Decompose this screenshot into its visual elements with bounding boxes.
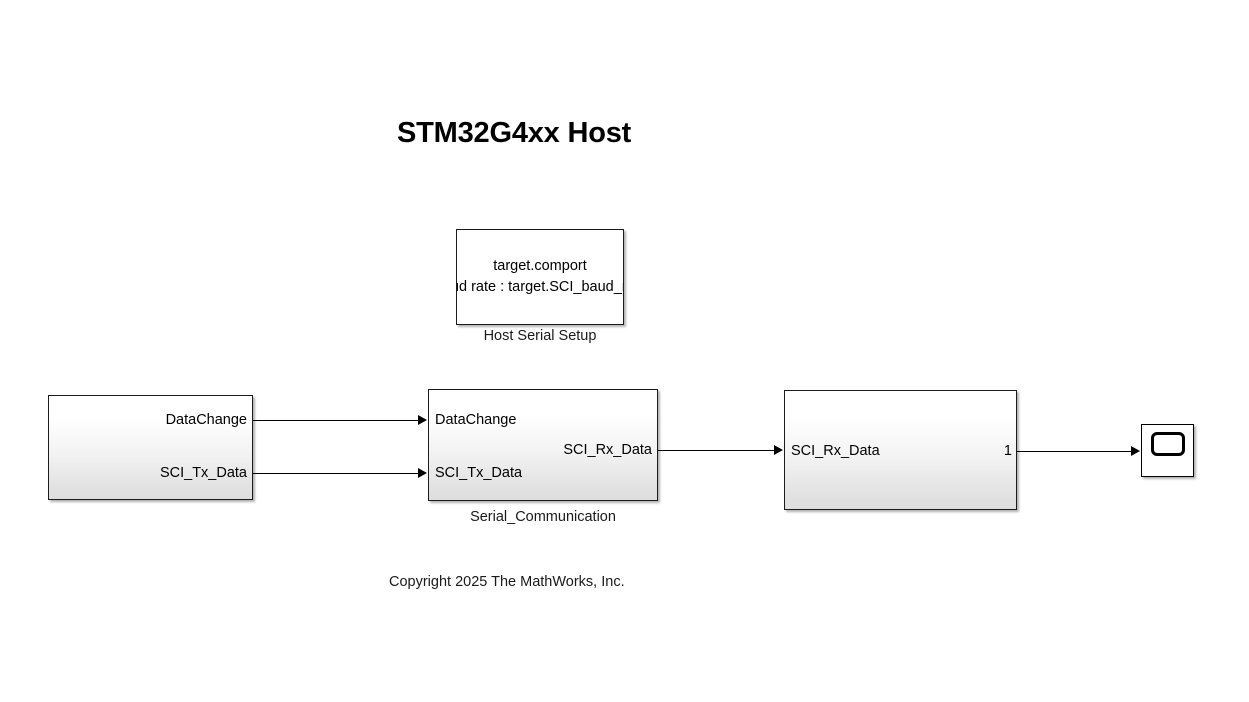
block-label-host-serial-setup: Host Serial Setup	[483, 328, 597, 344]
inport-label-datachange: DataChange	[435, 412, 517, 428]
inport-label-sci-rx-data: SCI_Rx_Data	[791, 443, 880, 459]
arrow-head-sci-rx-data	[774, 445, 783, 455]
copyright-text: Copyright 2025 The MathWorks, Inc.	[389, 574, 625, 590]
block-host-serial-setup[interactable]	[456, 229, 624, 325]
block-scope[interactable]	[1141, 424, 1194, 477]
block-serial-communication[interactable]	[428, 389, 658, 501]
block-source-subsystem[interactable]	[48, 395, 253, 500]
signal-line-datachange[interactable]	[253, 420, 418, 421]
block-label-serial-communication: Serial_Communication	[470, 509, 616, 525]
signal-line-sci-tx-data[interactable]	[253, 473, 418, 474]
signal-line-scope-input[interactable]	[1017, 451, 1131, 452]
page-title: STM32G4xx Host	[397, 117, 632, 149]
outport-label-sci-rx-data: SCI_Rx_Data	[563, 442, 652, 458]
inport-label-sci-tx-data: SCI_Tx_Data	[435, 465, 523, 481]
arrow-head-scope-input	[1131, 446, 1140, 456]
outport-label-1: 1	[1003, 443, 1012, 459]
outport-label-datachange: DataChange	[165, 412, 247, 428]
block-data-sink-subsystem[interactable]	[784, 390, 1017, 510]
scope-screen-icon	[1151, 432, 1185, 456]
signal-line-sci-rx-data[interactable]	[658, 450, 774, 451]
arrow-head-datachange	[418, 415, 427, 425]
arrow-head-sci-tx-data	[418, 468, 427, 478]
outport-label-sci-tx-data: SCI_Tx_Data	[159, 465, 247, 481]
